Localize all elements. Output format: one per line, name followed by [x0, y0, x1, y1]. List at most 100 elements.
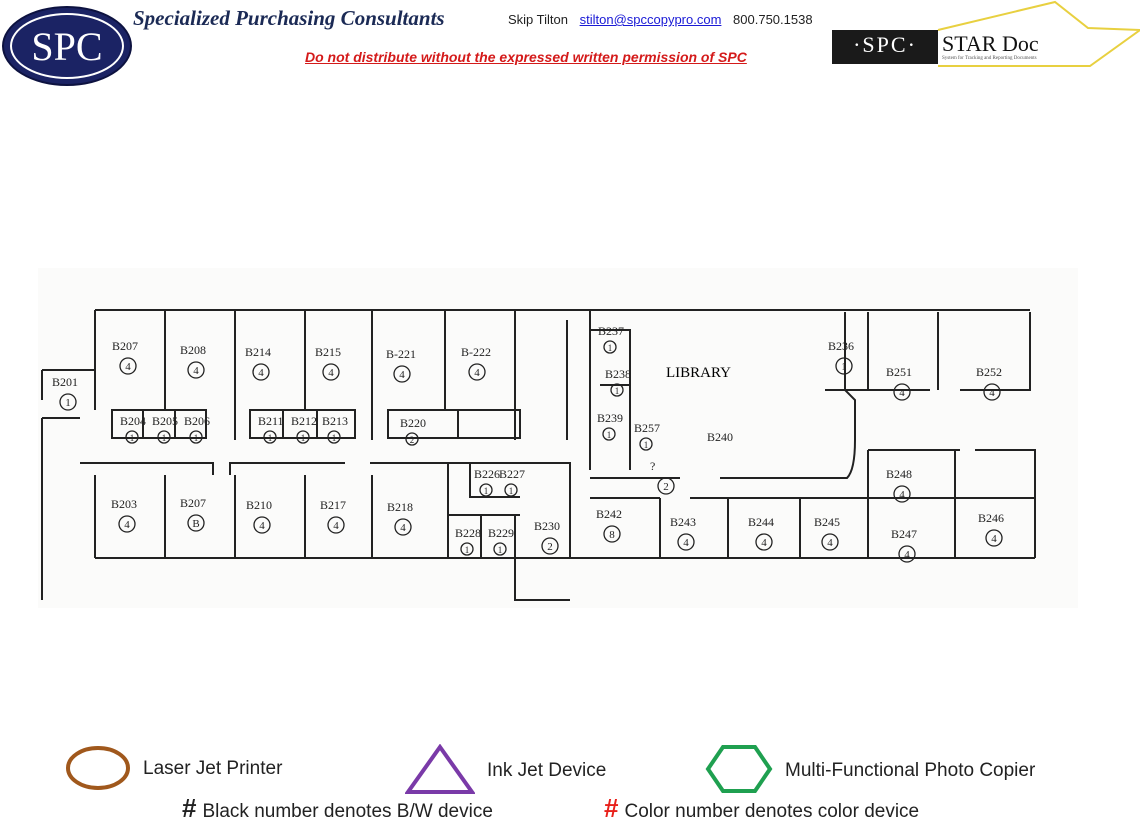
- device-count: 4: [827, 537, 833, 549]
- device-circle: [602, 427, 616, 441]
- room-label: B208: [180, 343, 206, 357]
- device-circle: [189, 430, 203, 444]
- device-circle: [898, 545, 916, 563]
- contact-info: Skip Tilton stilton@spccopypro.com 800.7…: [508, 12, 813, 27]
- stardoc-title: STAR Doc: [942, 31, 1039, 56]
- device-count: 1: [509, 486, 514, 496]
- room-label: B239: [597, 411, 623, 425]
- device-count: 4: [989, 387, 995, 399]
- device-circle: [468, 363, 486, 381]
- device-count: 1: [484, 486, 489, 496]
- room-label: B210: [246, 498, 272, 512]
- room-label: B251: [886, 365, 912, 379]
- device-circle: [541, 537, 559, 555]
- device-circle: [187, 514, 205, 532]
- spc-logo: SPC: [2, 6, 132, 86]
- device-circle: [296, 430, 310, 444]
- room-label: B245: [814, 515, 840, 529]
- room-label: B236: [828, 339, 854, 353]
- device-circle: [118, 515, 136, 533]
- company-name: Specialized Purchasing Consultants: [133, 6, 445, 30]
- room-label: B248: [886, 467, 912, 481]
- walls: [41, 309, 1036, 601]
- room-label: B240: [707, 430, 733, 444]
- device-count: 4: [125, 361, 131, 373]
- device-count: 1: [644, 440, 649, 450]
- device-circle: [657, 477, 675, 495]
- device-count: 2: [547, 541, 553, 553]
- device-circle: [119, 357, 137, 375]
- logo-text: SPC: [10, 13, 124, 79]
- room-label: B242: [596, 507, 622, 521]
- legend-bw-note: #Black number denotes B/W device: [182, 793, 493, 824]
- device-circle: [327, 516, 345, 534]
- device-circle: [504, 483, 518, 497]
- device-count: 4: [400, 522, 406, 534]
- device-count: 4: [328, 367, 334, 379]
- room-label: B212: [291, 414, 317, 428]
- device-count: 1: [65, 397, 71, 409]
- device-circle: [639, 437, 653, 451]
- room-label: B252: [976, 365, 1002, 379]
- device-circle: [677, 533, 695, 551]
- device-count: 4: [193, 365, 199, 377]
- room-label: B-222: [461, 345, 491, 359]
- device-count: 1: [608, 343, 613, 353]
- contact-name: Skip Tilton: [508, 12, 568, 27]
- room-label: ?: [650, 459, 655, 473]
- device-count: 4: [258, 367, 264, 379]
- room-label: B243: [670, 515, 696, 529]
- room-label: B227: [499, 467, 525, 481]
- room-label: B215: [315, 345, 341, 359]
- device-circle: [125, 430, 139, 444]
- device-circle: [603, 340, 617, 354]
- room-label: B207: [180, 496, 206, 510]
- device-circle: [983, 383, 1001, 401]
- legend-inkjet: Ink Jet Device: [487, 760, 607, 781]
- room-label: B-221: [386, 347, 416, 361]
- device-count: B: [192, 518, 199, 530]
- bw-note-text: Black number denotes B/W device: [202, 801, 493, 822]
- contact-email-link[interactable]: stilton@spccopypro.com: [579, 12, 722, 27]
- device-count: 4: [904, 549, 910, 561]
- device-count: 4: [761, 537, 767, 549]
- device-count: 4: [899, 489, 905, 501]
- library-label: LIBRARY: [666, 365, 731, 381]
- device-circle: [322, 363, 340, 381]
- room-label: B238: [605, 367, 631, 381]
- room-label: B237: [598, 324, 624, 338]
- room-label: B205: [152, 414, 178, 428]
- device-circle: [59, 393, 77, 411]
- device-circle: [610, 383, 624, 397]
- red-hash-icon: #: [604, 793, 619, 823]
- device-count: 1: [268, 433, 273, 443]
- room-label: B246: [978, 511, 1004, 525]
- device-circle: [835, 357, 853, 375]
- stardoc-logo: ·SPC·: [832, 30, 938, 64]
- device-count: 1: [194, 433, 199, 443]
- device-count: 1: [162, 433, 167, 443]
- device-circle: [755, 533, 773, 551]
- legend-laser: Laser Jet Printer: [143, 758, 283, 779]
- star-icon: [937, 0, 1140, 67]
- device-count: 2: [663, 481, 669, 493]
- device-circle: [460, 542, 474, 556]
- device-count: 1: [465, 545, 470, 555]
- room-label: B257: [634, 421, 660, 435]
- device-count: 4: [991, 533, 997, 545]
- device-circle: [187, 361, 205, 379]
- mfp-copier-icon: [705, 745, 773, 793]
- device-circle: [603, 525, 621, 543]
- room-label: B230: [534, 519, 560, 533]
- room-label: B229: [488, 526, 514, 540]
- device-count: 4: [333, 520, 339, 532]
- device-circle: [985, 529, 1003, 547]
- room-label: B228: [455, 526, 481, 540]
- color-note-text: Color number denotes color device: [624, 801, 920, 822]
- device-count: 1: [130, 433, 135, 443]
- device-circle: [157, 430, 171, 444]
- room-label: B247: [891, 527, 917, 541]
- device-circle: [394, 518, 412, 536]
- contact-phone: 800.750.1538: [733, 12, 813, 27]
- device-count: 4: [683, 537, 689, 549]
